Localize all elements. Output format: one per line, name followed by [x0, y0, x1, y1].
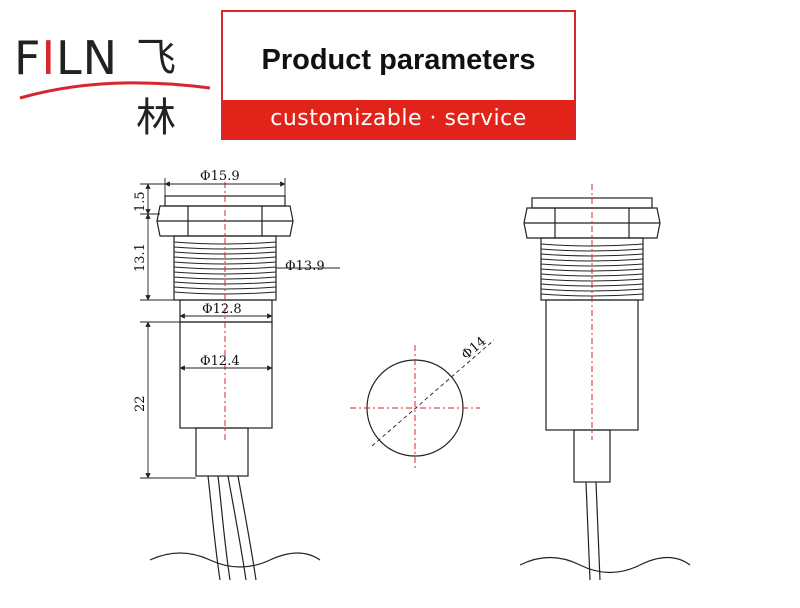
terminal-block [195, 427, 249, 477]
product-parameters-banner: Product parameters customizable · servic… [221, 10, 576, 140]
side-view-plain [519, 184, 691, 581]
banner-subtitle: customizable · service [223, 100, 574, 138]
hole-diameter-leader [371, 339, 495, 447]
banner-title: Product parameters [261, 44, 536, 76]
right-break-line [519, 556, 691, 574]
logo-wordmark: FILN [14, 28, 118, 88]
collar-diameter-label: Φ12.8 [202, 302, 242, 317]
head-height-label: 1.5 [133, 191, 148, 212]
logo-letter-i: I [41, 31, 57, 85]
side-view-dimensioned [140, 178, 340, 581]
lead-wire-left [207, 475, 231, 581]
head-diameter-label: Φ15.9 [200, 169, 240, 184]
logo-letter-f: F [14, 31, 42, 85]
dimension-lines [140, 178, 340, 479]
body-length-label: 22 [133, 395, 148, 412]
panel-hole-view [350, 339, 495, 470]
logo-swoosh-icon [19, 81, 211, 100]
thread-diameter-label: Φ13.9 [285, 259, 325, 274]
logo-letters-ln: LN [56, 31, 119, 85]
body [179, 321, 273, 429]
brand-logo: FILN 飞林 [14, 28, 214, 141]
lead-wire-right [227, 475, 257, 581]
body-diameter-label: Φ12.4 [200, 354, 240, 369]
thread-length-label: 13.1 [133, 243, 148, 272]
right-terminal-block [573, 429, 611, 483]
right-lead-wires [585, 481, 601, 581]
break-line [149, 552, 321, 568]
logo-chinese-name: 飞林 [136, 35, 176, 141]
panel-hole-label: Φ14 [459, 334, 489, 363]
